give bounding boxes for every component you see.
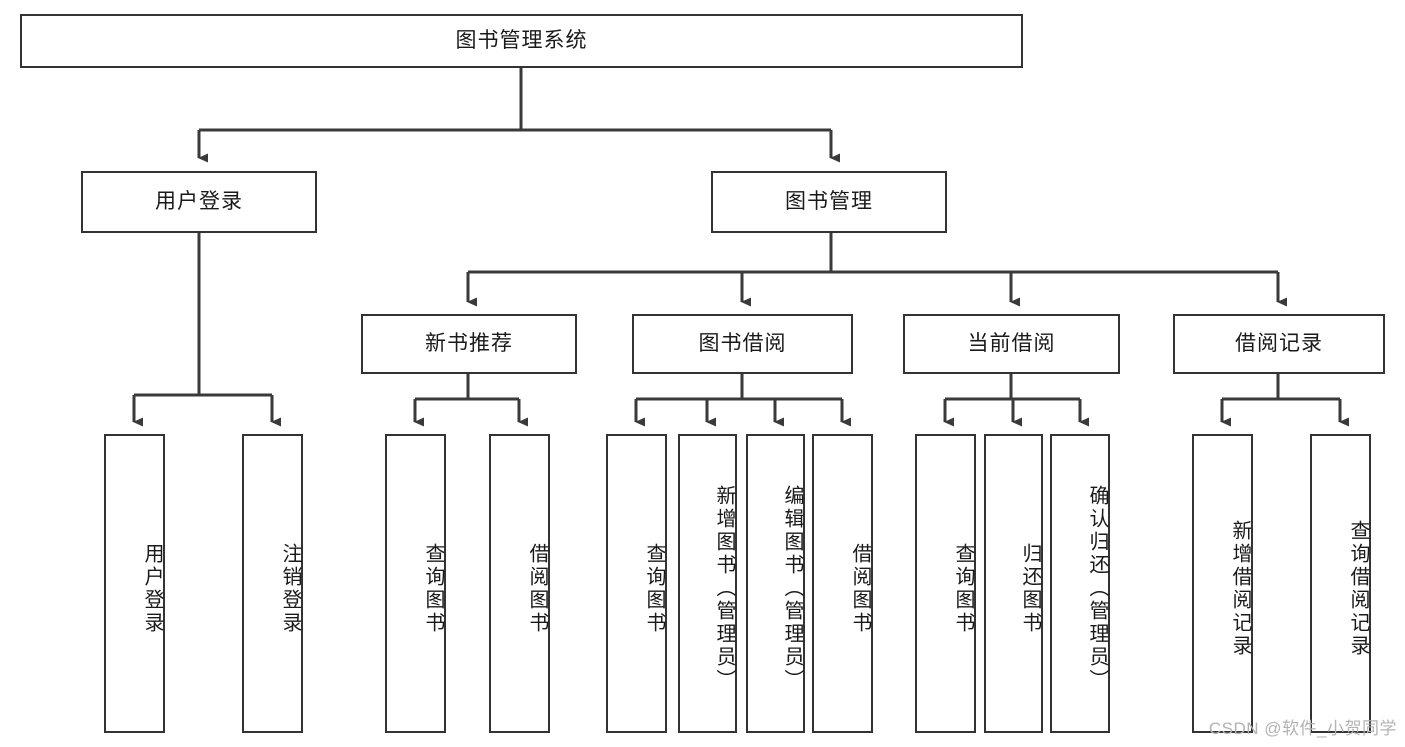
leaf-book-borrow-borrow-label: 借阅图书: [849, 542, 871, 635]
leaf-book-borrow-borrow[interactable]: 借阅图书: [812, 434, 873, 733]
node-book-borrow-label: 图书借阅: [698, 332, 787, 356]
leaf-new-book-query[interactable]: 查询图书: [385, 434, 446, 733]
leaf-book-borrow-query[interactable]: 查询图书: [606, 434, 667, 733]
leaf-new-book-borrow[interactable]: 借阅图书: [489, 434, 550, 733]
leaf-user-login-logout-label: 注销登录: [279, 542, 301, 635]
leaf-user-login-login-label: 用户登录: [141, 542, 163, 635]
node-new-book-recommend-label: 新书推荐: [425, 332, 513, 356]
leaf-new-book-borrow-label: 借阅图书: [526, 542, 548, 635]
leaf-current-borrow-confirm-label: 确认归还（管理员）: [1086, 485, 1108, 692]
leaf-user-login-logout[interactable]: 注销登录: [242, 434, 303, 733]
watermark: CSDN @软件_小贺同学: [1208, 719, 1397, 738]
leaf-book-borrow-add-label: 新增图书（管理员）: [713, 485, 735, 692]
leaf-borrow-record-query[interactable]: 查询借阅记录: [1310, 434, 1371, 733]
node-book-management[interactable]: 图书管理: [711, 171, 947, 233]
leaf-current-borrow-return-label: 归还图书: [1019, 542, 1041, 635]
node-borrow-record[interactable]: 借阅记录: [1173, 314, 1385, 374]
leaf-borrow-record-query-label: 查询借阅记录: [1347, 519, 1369, 658]
node-current-borrow[interactable]: 当前借阅: [903, 314, 1120, 374]
leaf-borrow-record-add-label: 新增借阅记录: [1229, 519, 1251, 658]
node-book-borrow[interactable]: 图书借阅: [632, 314, 853, 374]
leaf-new-book-query-label: 查询图书: [422, 542, 444, 635]
leaf-borrow-record-add[interactable]: 新增借阅记录: [1192, 434, 1253, 733]
leaf-book-borrow-add[interactable]: 新增图书（管理员）: [678, 434, 737, 733]
node-root-system-label: 图书管理系统: [455, 29, 588, 53]
node-current-borrow-label: 当前借阅: [967, 332, 1056, 356]
leaf-book-borrow-edit-label: 编辑图书（管理员）: [781, 485, 803, 692]
node-user-login[interactable]: 用户登录: [81, 171, 317, 233]
node-user-login-label: 用户登录: [155, 190, 243, 214]
node-root-system[interactable]: 图书管理系统: [20, 14, 1023, 68]
node-borrow-record-label: 借阅记录: [1235, 332, 1323, 356]
node-book-management-label: 图书管理: [785, 190, 873, 214]
leaf-current-borrow-query-label: 查询图书: [952, 542, 974, 635]
node-new-book-recommend[interactable]: 新书推荐: [361, 314, 577, 374]
leaf-current-borrow-query[interactable]: 查询图书: [915, 434, 976, 733]
leaf-book-borrow-edit[interactable]: 编辑图书（管理员）: [746, 434, 805, 733]
leaf-user-login-login[interactable]: 用户登录: [104, 434, 165, 733]
leaf-current-borrow-return[interactable]: 归还图书: [984, 434, 1043, 733]
leaf-book-borrow-query-label: 查询图书: [643, 542, 665, 635]
leaf-current-borrow-confirm[interactable]: 确认归还（管理员）: [1050, 434, 1110, 733]
